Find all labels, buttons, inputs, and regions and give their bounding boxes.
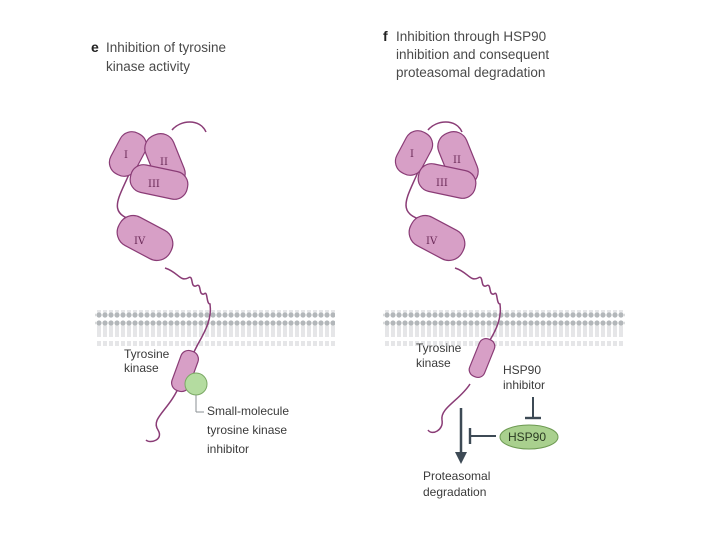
panel-e-title-line2: kinase activity [106,59,190,74]
linker-f-1 [427,121,463,133]
domain-i-e [108,131,148,177]
degradation-label-line2: degradation [423,485,486,499]
kinase-label-f-line1: Tyrosine [416,341,462,355]
panel-f: f Inhibition through HSP90 inhibition an… [383,28,625,499]
hsp90-chaperone [499,424,559,450]
inhibitor-label-line3: inhibitor [207,442,249,456]
domain-i-label-f: I [410,149,414,160]
domain-ii-label-e: II [160,157,168,168]
domain-i-label-e: I [124,150,128,161]
hsp90-inhibitor-label-line1: HSP90 [503,363,541,377]
hsp90-inhibitor-label-line2: inhibitor [503,378,545,392]
kinase-label-e-line1: Tyrosine [124,347,170,361]
domain-ii-label-f: II [453,155,461,166]
inhibitor-label-line2: tyrosine kinase [207,423,287,437]
cell-membrane-f [383,310,625,346]
panel-e-letter: e [91,39,99,55]
small-molecule-inhibitor [184,372,208,396]
kinase-domain-f [468,337,496,379]
degradation-arrow-head [455,452,467,464]
inhibitor-label-line1: Small-molecule [207,404,289,418]
panel-e-title-line1: Inhibition of tyrosine [106,40,226,55]
kinase-label-e-line2: kinase [124,361,159,375]
linker-e-1 [171,121,207,133]
transmembrane-chain-e [164,267,212,369]
domain-iii-label-e: III [148,179,160,190]
domain-iii-e [129,164,189,200]
c-terminal-tail-e [145,383,181,443]
panel-e: e Inhibition of tyrosine kinase activity… [91,39,335,456]
domain-i-f [394,130,434,176]
transmembrane-chain-f [454,267,502,341]
domain-iv-label-e: IV [134,236,146,247]
panel-f-title-line2: inhibition and consequent [396,47,549,62]
kinase-label-f-line2: kinase [416,356,451,370]
domain-iii-f [417,163,477,199]
domain-iv-f [408,214,466,262]
c-terminal-tail-f [427,383,471,434]
domain-iii-label-f: III [436,178,448,189]
hsp90-label: HSP90 [508,430,546,444]
panel-f-letter: f [383,28,388,44]
degradation-label-line1: Proteasomal [423,469,490,483]
panel-f-title-line3: proteasomal degradation [396,65,545,80]
domain-iv-label-f: IV [426,236,438,247]
panel-f-title-line1: Inhibition through HSP90 [396,29,546,44]
cell-membrane-e [95,310,335,346]
domain-iv-e [116,214,174,262]
